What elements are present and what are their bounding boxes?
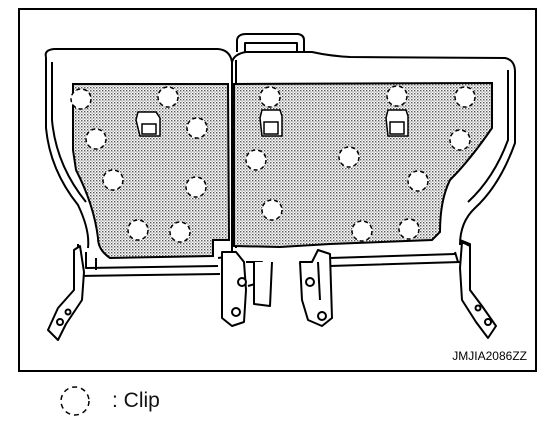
clip-marker — [261, 199, 283, 221]
clip-marker — [185, 176, 207, 198]
clip-marker — [259, 86, 281, 108]
figure-code: JMJIA2086ZZ — [452, 349, 527, 363]
clip-marker — [398, 218, 420, 240]
left-carpet-panel — [72, 83, 231, 260]
clip-marker — [102, 169, 124, 191]
clip-icon — [60, 386, 90, 416]
clip-marker — [351, 220, 373, 242]
clip-marker — [407, 170, 429, 192]
clip-marker — [85, 128, 107, 150]
clip-marker — [70, 88, 92, 110]
clip-marker — [157, 86, 179, 108]
center-brackets — [221, 249, 333, 327]
clip-marker — [449, 129, 471, 151]
legend-label: : Clip — [112, 389, 160, 412]
clip-markers — [70, 85, 476, 243]
right-carpet-panel — [233, 81, 493, 249]
clip-marker — [169, 221, 191, 243]
left-hinge-arm — [47, 245, 85, 341]
right-hinge-arm — [459, 241, 497, 339]
clip-marker — [245, 149, 267, 171]
anchor-brackets — [135, 109, 409, 137]
clip-marker — [386, 85, 408, 107]
clip-marker — [186, 117, 208, 139]
clip-marker — [127, 219, 149, 241]
legend: : Clip — [58, 383, 160, 419]
clip-marker — [338, 146, 360, 168]
clip-marker — [454, 86, 476, 108]
